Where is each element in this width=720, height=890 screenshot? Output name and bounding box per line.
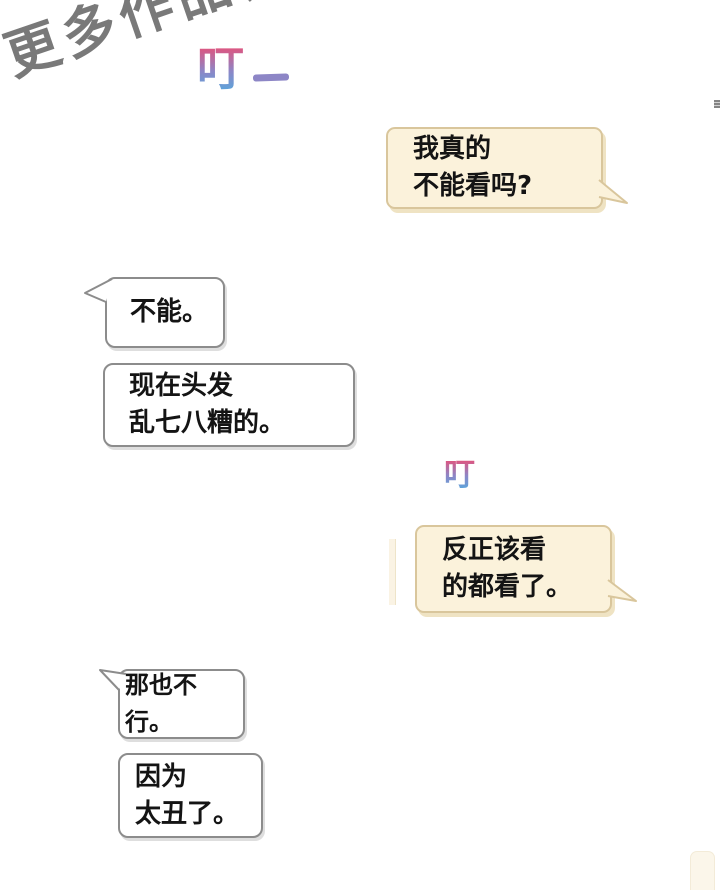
bubble-tail-icon <box>607 579 637 602</box>
speech-bubble-right-2: 反正该看 的都看了。 <box>415 525 637 613</box>
bubble-tail-icon <box>99 669 127 691</box>
speech-bubble-left-3: 那也不行。 <box>99 669 245 739</box>
sfx-ding-large: 叮 — <box>197 42 290 97</box>
next-panel-edge <box>690 851 715 890</box>
bubble-text-line: 反正该看 <box>442 535 547 565</box>
bubble-text-line: 乱七八糟的。 <box>129 408 286 438</box>
bubble-text-line: 太丑了。 <box>135 798 240 829</box>
panel-artifact <box>389 539 396 605</box>
bubble-text-line: 现在头发 <box>129 371 234 401</box>
bubble-text-line: 我真的 <box>413 134 492 164</box>
bubble-tail-icon <box>598 179 628 204</box>
dash-stroke: — <box>252 73 290 82</box>
speech-bubble-right-1: 我真的 不能看吗? <box>386 127 628 209</box>
bubble-text-line: 的都看了。 <box>442 572 573 602</box>
sfx-ding-small: 叮 <box>444 457 475 493</box>
edge-mark <box>714 100 720 108</box>
speech-bubble-left-2: 现在头发 乱七八糟的。 <box>103 363 355 447</box>
bubble-tail-icon <box>84 278 113 303</box>
bubble-text-line: 那也不行。 <box>125 671 197 736</box>
sfx-ding-char: 叮 <box>197 42 244 97</box>
bubble-text-line: 不能。 <box>130 297 209 327</box>
bubble-text-line: 不能看吗? <box>413 171 533 201</box>
bubble-text-line: 因为 <box>135 761 188 792</box>
speech-bubble-left-4: 因为 太丑了。 <box>118 753 263 838</box>
speech-bubble-left-1: 不能。 <box>84 277 225 348</box>
